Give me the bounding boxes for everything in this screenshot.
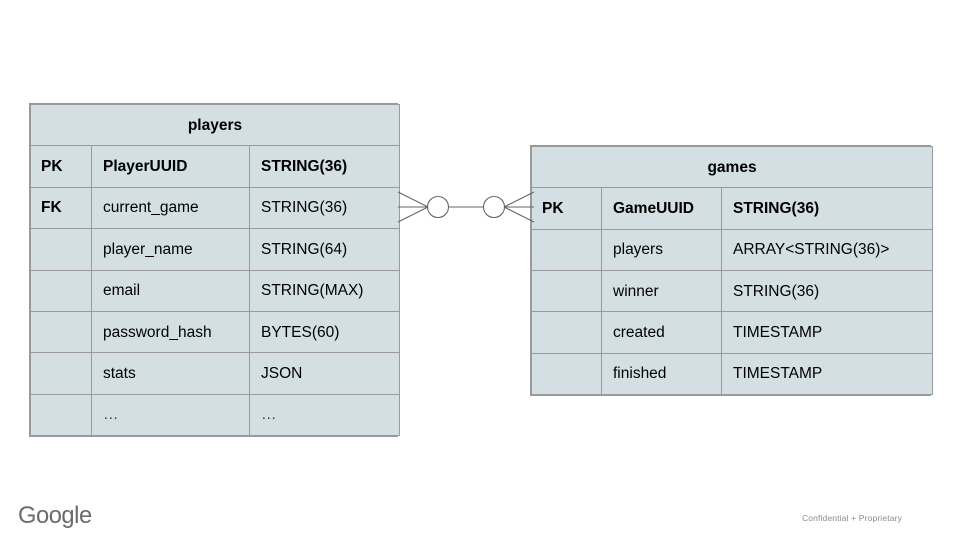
table-row[interactable]: players ARRAY<STRING(36)> — [531, 228, 934, 271]
row-column-type-ellipsis: … — [249, 393, 400, 437]
row-key-badge — [30, 393, 92, 437]
google-logo: Google — [18, 503, 92, 529]
table-row[interactable]: PK GameUUID STRING(36) — [531, 187, 934, 230]
row-key-badge — [30, 352, 92, 395]
row-column-type: ARRAY<STRING(36)> — [720, 228, 934, 271]
row-column-name: winner — [601, 269, 722, 313]
row-column-name: password_hash — [91, 310, 250, 354]
crows-foot-left-icon — [397, 191, 429, 223]
crows-foot-right-icon — [503, 191, 535, 223]
entity-title-row: games — [530, 145, 934, 189]
entity-title-row: players — [30, 103, 400, 147]
table-row[interactable]: stats JSON — [30, 352, 400, 395]
row-key-badge — [531, 228, 602, 271]
row-key-badge: PK — [531, 187, 602, 230]
table-row[interactable]: email STRING(MAX) — [30, 269, 400, 312]
table-row[interactable]: PK PlayerUUID STRING(36) — [30, 145, 400, 188]
row-key-badge — [531, 352, 602, 396]
row-column-name: player_name — [91, 228, 250, 271]
row-column-name: created — [601, 311, 722, 354]
row-column-name: PlayerUUID — [91, 145, 250, 188]
confidentiality-note: Confidential + Proprietary — [801, 513, 902, 523]
row-column-name: stats — [91, 352, 250, 395]
row-column-type: STRING(36) — [720, 187, 934, 230]
row-key-badge — [30, 269, 92, 312]
table-row-more[interactable]: … … — [30, 393, 400, 437]
row-column-type: BYTES(60) — [249, 310, 400, 354]
entity-players-grid: players PK PlayerUUID STRING(36) FK curr… — [30, 103, 400, 437]
row-column-name: email — [91, 269, 250, 312]
table-row[interactable]: finished TIMESTAMP — [531, 352, 934, 396]
row-column-name: current_game — [91, 186, 250, 230]
table-row[interactable]: created TIMESTAMP — [531, 311, 934, 354]
row-column-type: STRING(36) — [249, 145, 400, 188]
row-key-badge — [531, 311, 602, 354]
entity-title-games: games — [530, 145, 934, 189]
row-column-name: players — [601, 228, 722, 271]
row-column-type: TIMESTAMP — [720, 352, 934, 396]
entity-title-players: players — [30, 103, 400, 147]
row-key-badge: FK — [30, 186, 92, 230]
row-key-badge — [30, 310, 92, 354]
optional-circle-right-icon — [482, 195, 506, 219]
table-row[interactable]: FK current_game STRING(36) — [30, 186, 400, 230]
row-key-badge — [531, 269, 602, 313]
relationship-connector-players-games[interactable] — [390, 178, 542, 236]
row-column-type: TIMESTAMP — [720, 311, 934, 354]
row-key-badge: PK — [30, 145, 92, 188]
row-column-type: STRING(MAX) — [249, 269, 400, 312]
entity-table-players[interactable]: players PK PlayerUUID STRING(36) FK curr… — [29, 103, 400, 437]
entity-games-grid: games PK GameUUID STRING(36) players ARR… — [530, 145, 934, 396]
row-column-name: finished — [601, 352, 722, 396]
row-key-badge — [30, 228, 92, 271]
row-column-type: STRING(36) — [720, 269, 934, 313]
row-column-type: STRING(36) — [249, 186, 400, 230]
table-row[interactable]: password_hash BYTES(60) — [30, 310, 400, 354]
row-column-name: GameUUID — [601, 187, 722, 230]
table-row[interactable]: player_name STRING(64) — [30, 228, 400, 271]
row-column-type: STRING(64) — [249, 228, 400, 271]
table-row[interactable]: winner STRING(36) — [531, 269, 934, 313]
entity-table-games[interactable]: games PK GameUUID STRING(36) players ARR… — [530, 145, 934, 396]
optional-circle-left-icon — [426, 195, 450, 219]
svg-text:Google: Google — [18, 503, 92, 529]
row-column-type: JSON — [249, 352, 400, 395]
row-column-name-ellipsis: … — [91, 393, 250, 437]
